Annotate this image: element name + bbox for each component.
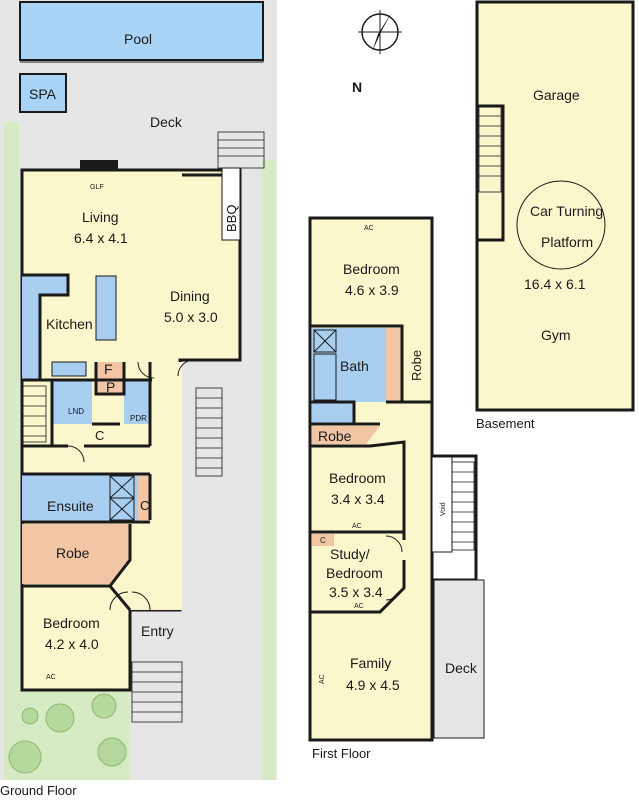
ensuite-closet xyxy=(138,474,150,520)
bedroom-label: Bedroom xyxy=(43,615,100,631)
wc-area xyxy=(312,402,354,424)
bathtub xyxy=(313,353,337,401)
robe-area xyxy=(22,524,130,584)
basement-plan xyxy=(475,0,635,412)
robe-horizontal-label: Robe xyxy=(318,428,352,444)
side-garden-left xyxy=(4,122,19,780)
shower-first xyxy=(313,329,337,353)
f-label: F xyxy=(104,361,113,377)
first-deck xyxy=(433,579,485,739)
shrubs xyxy=(8,693,127,774)
bedroom1-size: 4.6 x 3.9 xyxy=(345,282,399,298)
gym-label: Gym xyxy=(541,327,571,343)
robe-label: Robe xyxy=(56,545,90,561)
basement-size: 16.4 x 6.1 xyxy=(524,276,586,292)
void-label: Void xyxy=(440,502,447,516)
turning-platform xyxy=(516,180,606,270)
pool-label: Pool xyxy=(124,31,152,47)
bbq-unit xyxy=(221,167,241,241)
first-floor-plan xyxy=(308,216,485,742)
ground-stairs xyxy=(21,385,223,477)
deck-stairs xyxy=(217,131,265,169)
first-deck-label: Deck xyxy=(445,660,478,676)
dining-size: 5.0 x 3.0 xyxy=(164,309,218,325)
platform-label-1: Car Turning xyxy=(530,203,603,219)
ac-label-family: AC xyxy=(319,674,326,684)
entry-hall xyxy=(130,362,182,610)
dining-label: Dining xyxy=(170,288,210,304)
entry-stairs xyxy=(131,661,183,723)
robe-horizontal xyxy=(312,426,380,444)
ensuite-label: Ensuite xyxy=(47,498,94,514)
study-label-1: Study/ xyxy=(330,546,370,562)
ac-label-top: AC xyxy=(364,225,374,232)
bedroom2-label: Bedroom xyxy=(329,470,386,486)
family-size: 4.9 x 4.5 xyxy=(346,677,400,693)
study-size: 3.5 x 3.4 xyxy=(329,584,383,600)
c-label-1: C xyxy=(95,428,104,443)
bedroom-size: 4.2 x 4.0 xyxy=(45,636,99,652)
ac-label-mid: AC xyxy=(352,523,362,530)
bbq-label: BBQ xyxy=(224,205,239,232)
compass-icon xyxy=(358,10,402,54)
basement-title: Basement xyxy=(476,416,535,431)
powder-room xyxy=(124,380,150,424)
garage-label: Garage xyxy=(533,87,580,103)
study-closet xyxy=(312,534,334,546)
bedroom1-label: Bedroom xyxy=(343,261,400,277)
north-label: N xyxy=(352,79,362,95)
ground-floor-plan xyxy=(0,0,277,780)
robe-vertical xyxy=(386,328,402,402)
cooktop xyxy=(51,361,87,377)
kitchen-label: Kitchen xyxy=(46,316,93,332)
glf-label: GLF xyxy=(90,184,104,191)
living-label: Living xyxy=(82,209,119,225)
c-label-first: C xyxy=(320,536,326,545)
living-size: 6.4 x 4.1 xyxy=(74,230,128,246)
ac-label-study: AC xyxy=(354,603,364,610)
first-stairs xyxy=(451,461,475,551)
p-label: P xyxy=(106,379,115,395)
side-garden-right xyxy=(262,160,275,780)
lnd-label: LND xyxy=(68,407,84,416)
laundry xyxy=(52,380,92,424)
spa-label: SPA xyxy=(29,86,57,102)
shower-2 xyxy=(109,497,135,521)
entry-label: Entry xyxy=(141,623,174,639)
spa xyxy=(19,73,67,113)
kitchen-island xyxy=(95,275,117,341)
first-floor-title: First Floor xyxy=(312,746,371,761)
c-label-2: C xyxy=(140,498,149,513)
bedroom2-size: 3.4 x 3.4 xyxy=(331,491,385,507)
ac-label-ground: AC xyxy=(46,674,56,681)
ground-floor-title: Ground Floor xyxy=(0,783,77,798)
pantry xyxy=(96,362,124,394)
robe-vertical-label: Robe xyxy=(409,350,424,381)
family-label: Family xyxy=(350,655,391,671)
labels: N Pool SPA Deck GLF BBQ Living 6.4 x 4.1… xyxy=(0,31,603,798)
study-label-2: Bedroom xyxy=(326,565,383,581)
bath-label: Bath xyxy=(340,358,369,374)
deck-label: Deck xyxy=(150,114,183,130)
platform-label-2: Platform xyxy=(541,234,593,250)
pdr-label: PDR xyxy=(130,414,147,423)
fireplace xyxy=(80,160,118,170)
kitchen-wet-area xyxy=(22,275,68,380)
